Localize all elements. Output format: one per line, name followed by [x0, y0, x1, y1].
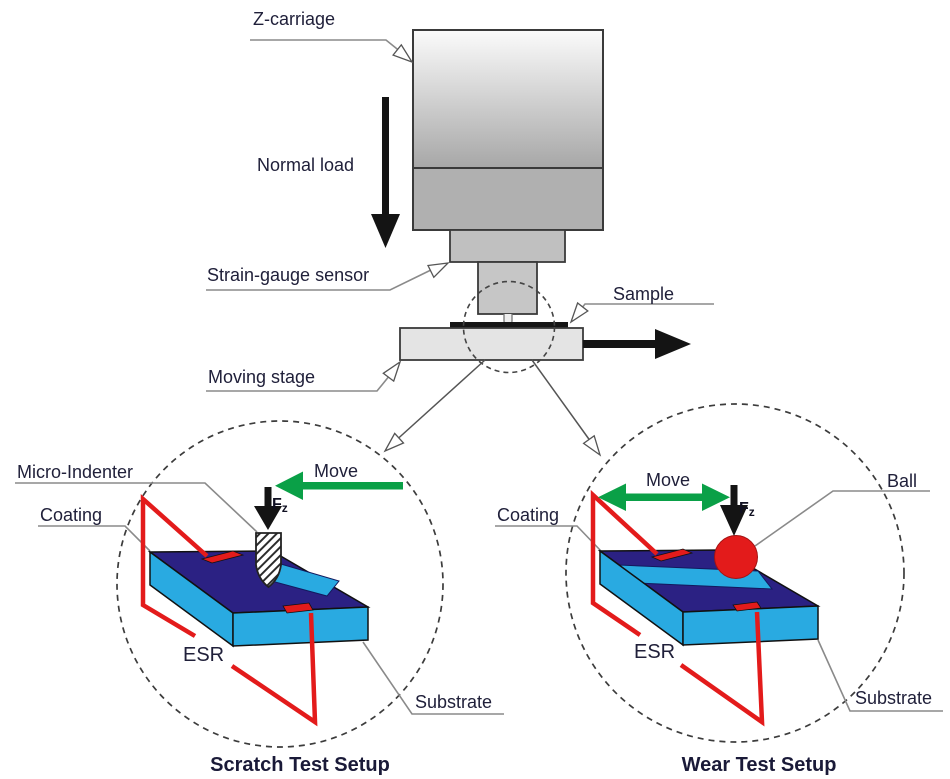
esr-pad-left: [650, 548, 694, 562]
move-arrow-head-left: [598, 483, 626, 511]
moving-stage-leader: [206, 375, 390, 392]
esr-wire: [140, 493, 209, 638]
move-label-scratch: Move: [314, 461, 358, 481]
fz-arrow-scratch: [254, 487, 282, 530]
esr-label-scratch: ESR: [183, 644, 224, 666]
coating-label-scratch: Coating: [40, 505, 102, 525]
micro-indenter-label: Micro-Indenter: [17, 462, 133, 482]
normal-load-arrow-head: [371, 214, 400, 248]
open-arrowhead: [427, 262, 450, 279]
substrate-label-scratch: Substrate: [415, 692, 492, 712]
strain-gauge-block: [449, 229, 566, 263]
zoom-link-left: [391, 359, 486, 445]
fz-label-scratch: Fz: [272, 496, 288, 515]
open-arrowhead: [582, 434, 602, 457]
substrate-leader: [362, 641, 504, 715]
coating-label-wear: Coating: [497, 505, 559, 525]
open-arrowhead: [382, 360, 402, 383]
tribometer-machine: [371, 29, 691, 361]
z-carriage-box: [412, 29, 604, 169]
open-arrowhead: [392, 43, 414, 64]
normal-load-arrow: [371, 97, 400, 248]
ball-leader: [754, 490, 930, 547]
zoom-connector-lines: [391, 359, 592, 445]
move-arrow-scratch: [275, 471, 403, 500]
scratch-test-setup: Move Fz ESR Micro-Indenter Coating Subst…: [15, 420, 504, 776]
scratch-dashed-circle: [116, 420, 444, 748]
esr-wire: [230, 612, 318, 727]
fz-arrow-head: [720, 505, 748, 536]
wear-test-setup: Move Fz Ball ESR Coating Substrate Wear …: [495, 403, 943, 776]
sample-label: Sample: [613, 284, 674, 304]
normal-load-label: Normal load: [257, 155, 354, 175]
move-arrow-wear: [598, 483, 730, 511]
micro-indenter-leader: [15, 482, 258, 533]
moving-stage-block: [399, 327, 584, 361]
substrate-front-face: [232, 606, 369, 647]
substrate-front-face: [682, 605, 819, 646]
fz-arrow-head: [254, 506, 282, 530]
machine-leader-arrowheads: [382, 43, 589, 383]
open-arrowhead: [383, 432, 405, 453]
esr-pad-right: [732, 601, 762, 612]
esr-wire: [590, 489, 659, 637]
sample-bar: [450, 322, 568, 328]
move-arrow-shaft: [299, 482, 403, 490]
fz-arrow-shaft: [730, 485, 738, 507]
strain-gauge-label: Strain-gauge sensor: [207, 265, 369, 285]
wear-setup-caption: Wear Test Setup: [682, 754, 837, 776]
fz-arrow-wear: [720, 485, 748, 536]
micro-indenter: [255, 532, 282, 589]
z-carriage-leader: [250, 39, 400, 52]
fz-label-wear: Fz: [739, 500, 755, 519]
move-label-wear: Move: [646, 470, 690, 490]
fz-arrow-shaft: [264, 487, 272, 508]
esr-pad-left: [200, 550, 245, 564]
esr-pad-right: [282, 602, 314, 614]
normal-load-arrow-shaft: [382, 97, 389, 216]
scratch-setup-caption: Scratch Test Setup: [210, 754, 390, 776]
stage-direction-arrow: [583, 329, 691, 359]
contact-zoom-dashed-circle: [462, 280, 556, 374]
stage-arrow-head: [655, 329, 691, 359]
ball: [714, 535, 758, 579]
esr-wire: [679, 611, 765, 727]
move-arrow-shaft: [623, 493, 705, 501]
substrate-leader: [817, 639, 943, 712]
moving-stage-label: Moving stage: [208, 367, 315, 387]
move-arrow-head: [275, 471, 303, 500]
z-carriage-lower-block: [412, 167, 604, 231]
zoom-connector-arrowheads: [383, 432, 602, 457]
wear-dashed-circle: [565, 403, 905, 743]
open-arrowhead: [569, 301, 589, 324]
move-arrow-head-right: [702, 483, 730, 511]
zoom-link-right: [531, 359, 592, 443]
substrate-label-wear: Substrate: [855, 688, 932, 708]
ball-label: Ball: [887, 471, 917, 491]
strain-gauge-leader: [206, 267, 435, 291]
z-carriage-label: Z-carriage: [253, 9, 335, 29]
stage-arrow-shaft: [583, 340, 657, 348]
esr-label-wear: ESR: [634, 641, 675, 663]
